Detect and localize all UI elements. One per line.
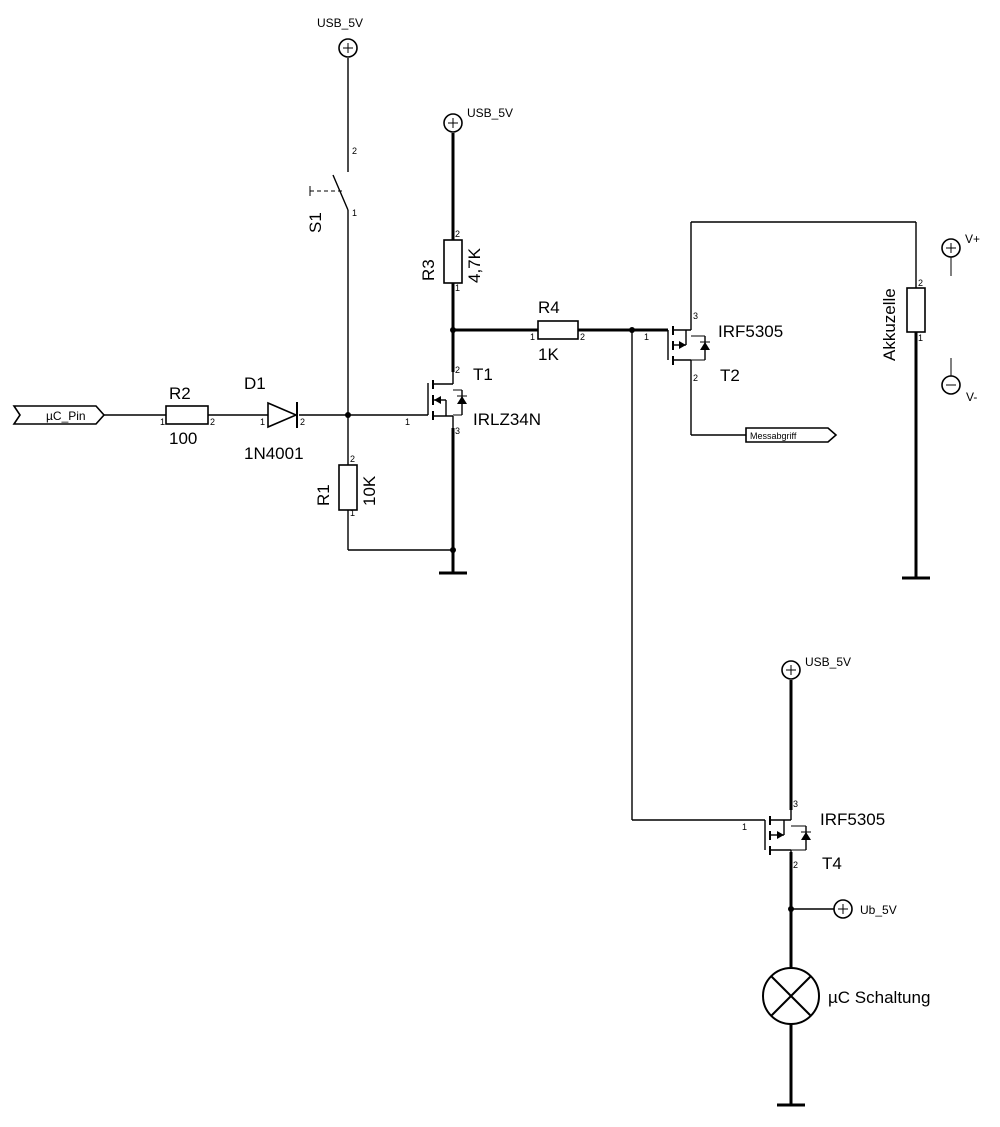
pin-number: 2: [350, 454, 355, 464]
pin-number: 1: [455, 283, 460, 293]
pin-number: 1: [405, 417, 410, 427]
resistor-r2: R2 100 1 2: [160, 384, 215, 448]
t4-ref: T4: [822, 854, 842, 873]
s1-ref: S1: [306, 212, 325, 233]
power-ub-5v: Ub_5V: [833, 899, 897, 919]
pin-number: 1: [530, 332, 535, 342]
r4-ref: R4: [538, 298, 560, 317]
pin-number: 2: [300, 417, 305, 427]
mosfet-t2: IRF5305 T2 3 1 2: [644, 311, 783, 385]
v-plus-label: V+: [965, 232, 980, 246]
usb-5v-label: USB_5V: [805, 655, 851, 669]
pin-number: 3: [793, 799, 798, 809]
pin-number: 1: [644, 332, 649, 342]
pin-number: 2: [693, 373, 698, 383]
t1-ref: T1: [473, 365, 493, 384]
pin-number: 2: [455, 365, 460, 375]
v-minus-label: V-: [966, 390, 977, 404]
power-v-plus: V+: [941, 232, 980, 276]
messabgriff-port: Messabgriff: [745, 427, 838, 443]
d1-ref: D1: [244, 374, 266, 393]
d1-value: 1N4001: [244, 444, 304, 463]
power-usb-5v-r3: USB_5V: [443, 106, 513, 133]
r2-ref: R2: [169, 384, 191, 403]
pin-number: 1: [352, 208, 357, 218]
pin-number: 1: [742, 822, 747, 832]
resistor-r1: 2 1 R1 10K: [314, 454, 379, 518]
pin-number: 1: [160, 417, 165, 427]
r3-value: 4,7K: [465, 247, 484, 283]
power-usb-5v-top: USB_5V: [317, 16, 363, 58]
lamp-label: µC Schaltung: [828, 988, 930, 1007]
battery-cell-akkuzelle: 2 1 Akkuzelle: [880, 278, 926, 361]
switch-s1: 2 1 S1: [306, 146, 357, 233]
uc-pin-label: µC_Pin: [46, 409, 86, 423]
messabgriff-label: Messabgriff: [750, 431, 797, 441]
t2-ref: T2: [720, 366, 740, 385]
uc-pin-port: µC_Pin: [12, 405, 106, 425]
akkuzelle-label: Akkuzelle: [880, 288, 899, 361]
pin-number: 1: [350, 508, 355, 518]
resistor-r4: R4 1K 1 2: [530, 298, 585, 364]
pin-number: 2: [580, 332, 585, 342]
ub-5v-label: Ub_5V: [860, 903, 897, 917]
r1-ref: R1: [314, 484, 333, 506]
lamp-uc-schaltung: µC Schaltung: [762, 967, 930, 1025]
t4-value: IRF5305: [820, 810, 885, 829]
pin-number: 1: [918, 333, 923, 343]
pin-number: 3: [455, 426, 460, 436]
r1-value: 10K: [360, 475, 379, 506]
pin-number: 1: [260, 417, 265, 427]
usb-5v-label: USB_5V: [467, 106, 513, 120]
mosfet-t4: IRF5305 T4 3 1 2: [742, 799, 885, 873]
power-v-minus: V-: [941, 358, 977, 404]
pin-number: 3: [693, 311, 698, 321]
pin-number: 2: [455, 229, 460, 239]
wires: [104, 58, 918, 1104]
power-usb-5v-t4: USB_5V: [781, 655, 851, 680]
t2-value: IRF5305: [718, 322, 783, 341]
r2-value: 100: [169, 429, 197, 448]
junctions: [345, 327, 794, 912]
t1-value: IRLZ34N: [473, 410, 541, 429]
r4-value: 1K: [538, 345, 559, 364]
resistor-r3: 2 1 R3 4,7K: [419, 229, 484, 293]
mosfet-t1: T1 IRLZ34N 2 1 3: [405, 365, 541, 436]
pin-number: 2: [210, 417, 215, 427]
usb-5v-label: USB_5V: [317, 16, 363, 30]
pin-number: 2: [793, 860, 798, 870]
pin-number: 2: [918, 278, 923, 288]
diode-d1: D1 1N4001 1 2: [244, 374, 305, 463]
r3-ref: R3: [419, 259, 438, 281]
pin-number: 2: [352, 146, 357, 156]
